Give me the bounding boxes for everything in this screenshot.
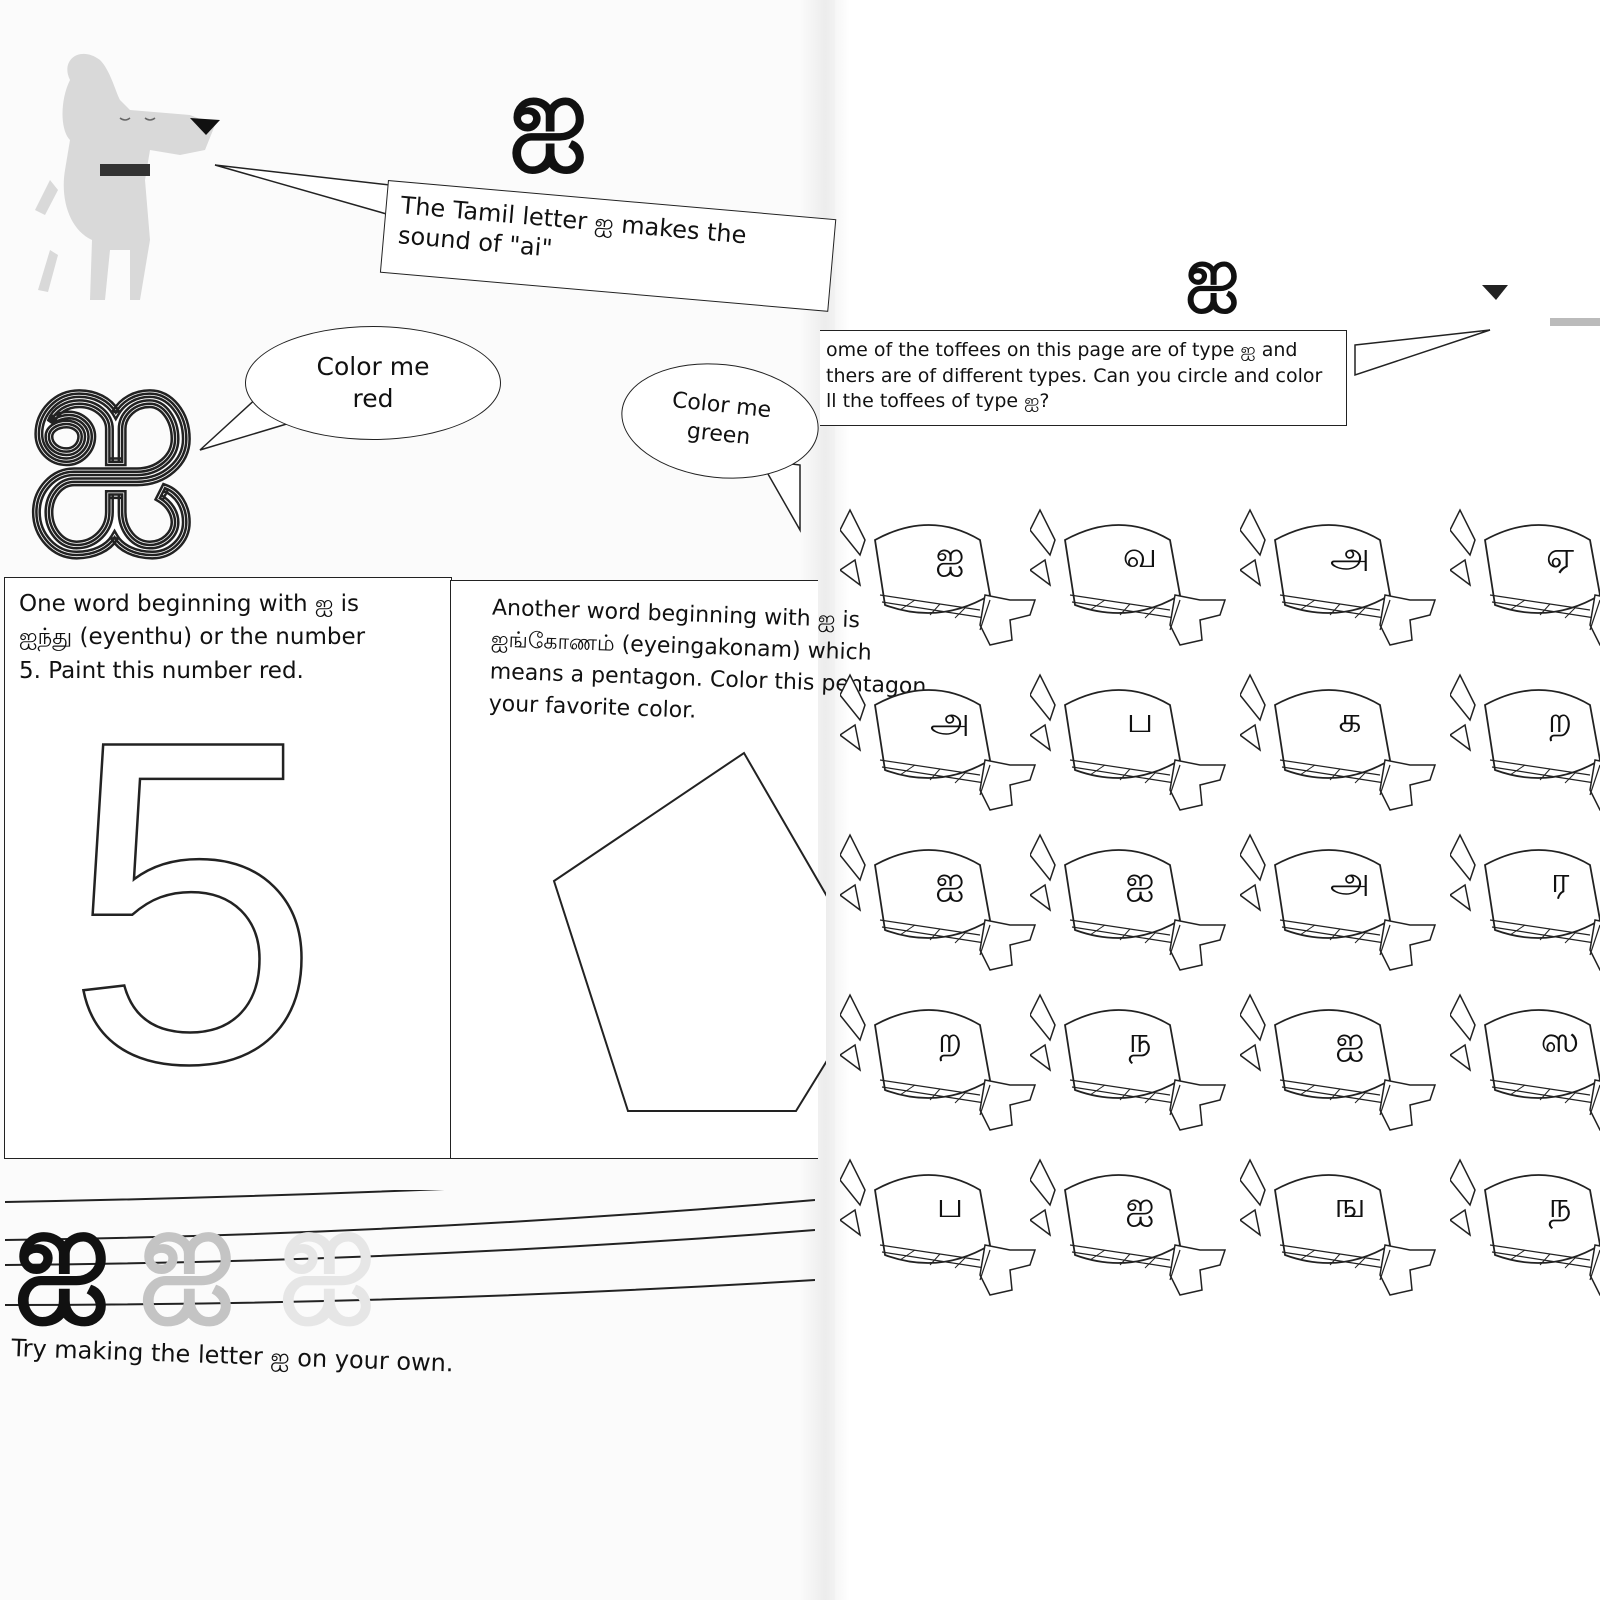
toffee-wrapper-drawing <box>1030 673 1227 811</box>
box1-line1: One word beginning with ஐ is <box>19 591 360 617</box>
toffee-wrapper-drawing <box>840 673 1037 811</box>
toffee-wrapper-drawing <box>1450 673 1600 811</box>
pentagon-box: Another word beginning with ஐ is ஐங்கோணம… <box>450 580 927 1159</box>
toffee-wrapper-drawing <box>1450 833 1600 971</box>
box1-line2: ஐந்து (eyenthu) or the number <box>19 624 366 651</box>
toffee-letter: ங <box>1334 1185 1366 1226</box>
speech-tail <box>214 164 391 216</box>
heading-letter: ஐ <box>510 57 588 169</box>
right-heading-letter: ஐ <box>1186 234 1239 311</box>
toffee-4-1[interactable]: ற <box>840 985 1040 1135</box>
dog-nose-partial <box>1482 285 1600 326</box>
toffee-1-1[interactable]: ஐ <box>840 500 1040 650</box>
number-five-box: One word beginning with ஐ is ஐந்து (eyen… <box>4 577 452 1159</box>
toffee-wrapper-drawing <box>840 993 1037 1131</box>
toffee-4-4[interactable]: ஸ <box>1450 985 1600 1135</box>
right-page <box>835 0 1600 1600</box>
toffee-grid: ஐ வ அ <box>840 500 1600 1320</box>
toffee-1-4[interactable]: ஏ <box>1450 500 1600 650</box>
toffee-letter: ந <box>1128 1020 1152 1061</box>
number-five-outline: 5 <box>64 646 322 1159</box>
toffee-2-1[interactable]: அ <box>840 665 1040 815</box>
toffee-letter: ஏ <box>1545 535 1575 576</box>
toffee-wrapper-drawing <box>1450 508 1600 646</box>
toffee-5-2[interactable]: ஐ <box>1030 1150 1230 1300</box>
toffee-letter: அ <box>929 700 970 741</box>
trace-letter-solid: ஐ <box>15 1182 110 1320</box>
toffee-wrapper-drawing <box>1030 508 1227 646</box>
right-speech-line2: thers are of different types. Can you ci… <box>826 364 1323 387</box>
right-speech-tail <box>1354 329 1491 377</box>
pentagon-instructions: Another word beginning with ஐ is ஐங்கோணம… <box>446 581 926 741</box>
box1-line3: 5. Paint this number red. <box>19 657 304 684</box>
toffee-wrapper-drawing <box>1240 1158 1437 1296</box>
toffee-wrapper-drawing <box>840 1158 1037 1296</box>
right-speech-line3: ll the toffees of type ஐ? <box>826 390 1050 413</box>
toffee-letter: ஐ <box>1125 1185 1155 1226</box>
toffee-letter: ஐ <box>1335 1020 1365 1061</box>
toffee-letter: ஸ <box>1540 1020 1580 1061</box>
toffee-letter: அ <box>1329 535 1370 576</box>
toffee-letter: வ <box>1122 535 1158 576</box>
toffee-letter: ஐ <box>935 535 965 576</box>
toffee-1-2[interactable]: வ <box>1030 500 1230 650</box>
toffee-letter: க <box>1338 700 1362 741</box>
toffee-wrapper-drawing <box>1030 833 1227 971</box>
toffee-5-4[interactable]: ந <box>1450 1150 1600 1300</box>
right-speech-box: ome of the toffees on this page are of t… <box>820 330 1347 426</box>
bubble-color-me-red: Color me red <box>245 326 501 440</box>
tracing-lines <box>5 1190 815 1306</box>
toffee-letter: ற <box>937 1020 963 1061</box>
pentagon-shape <box>552 751 826 1112</box>
toffee-wrapper-drawing <box>1450 993 1600 1131</box>
toffee-letter: ஐ <box>1125 860 1155 901</box>
bubble-red-text: Color me red <box>316 351 430 414</box>
toffee-wrapper-drawing <box>1450 1158 1600 1296</box>
toffee-letter: ப <box>936 1185 964 1226</box>
toffee-2-4[interactable]: ற <box>1450 665 1600 815</box>
toffee-3-4[interactable]: ர <box>1450 825 1600 975</box>
number-five-instructions: One word beginning with ஐ is ஐந்து (eyen… <box>5 578 451 698</box>
toffee-3-1[interactable]: ஐ <box>840 825 1040 975</box>
toffee-2-2[interactable]: ப <box>1030 665 1230 815</box>
toffee-letter: ற <box>1547 700 1573 741</box>
outline-letter: ஐ <box>27 302 198 547</box>
toffee-letter: ஐ <box>935 860 965 901</box>
toffee-letter: ர <box>1550 860 1570 901</box>
trace-letter-light: ஐ <box>280 1182 375 1320</box>
toffee-wrapper-drawing <box>1240 508 1437 646</box>
toffee-letter: ந <box>1548 1185 1572 1226</box>
toffee-3-2[interactable]: ஐ <box>1030 825 1230 975</box>
toffee-1-3[interactable]: அ <box>1240 500 1440 650</box>
toffee-3-3[interactable]: அ <box>1240 825 1440 975</box>
toffee-5-1[interactable]: ப <box>840 1150 1040 1300</box>
toffee-letter: ப <box>1126 700 1154 741</box>
toffee-wrapper-drawing <box>1240 833 1437 971</box>
bubble-green-text: Color me green <box>670 388 773 451</box>
trace-letter-gray: ஐ <box>140 1182 235 1320</box>
toffee-wrapper-drawing <box>840 508 1037 646</box>
dog-illustration <box>35 53 220 300</box>
toffee-wrapper-drawing <box>1240 993 1437 1131</box>
toffee-wrapper-drawing <box>1030 993 1227 1131</box>
right-speech-line1: ome of the toffees on this page are of t… <box>826 339 1298 361</box>
toffee-5-3[interactable]: ங <box>1240 1150 1440 1300</box>
toffee-2-3[interactable]: க <box>1240 665 1440 815</box>
toffee-4-2[interactable]: ந <box>1030 985 1230 1135</box>
toffee-4-3[interactable]: ஐ <box>1240 985 1440 1135</box>
toffee-wrapper-drawing <box>1030 1158 1227 1296</box>
toffee-wrapper-drawing <box>840 833 1037 971</box>
toffee-wrapper-drawing <box>1240 673 1437 811</box>
toffee-letter: அ <box>1329 860 1370 901</box>
